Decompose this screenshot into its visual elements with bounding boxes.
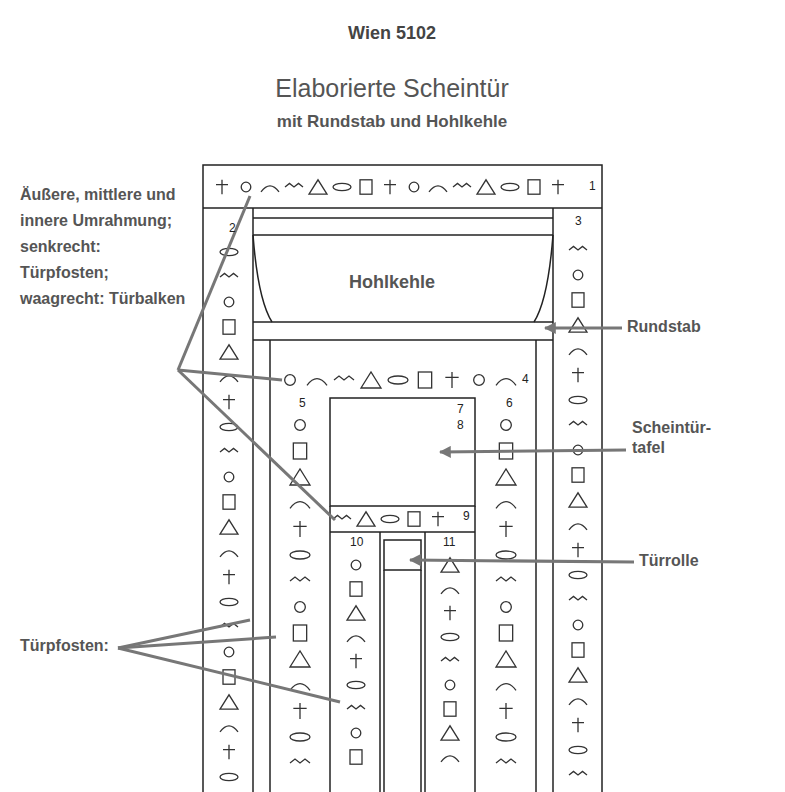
diagram-title: Wien 5102	[348, 23, 436, 44]
callout-number: 5	[299, 397, 306, 411]
part-label: Türrolle	[639, 552, 699, 570]
subtitle: Elaborierte Scheintür	[275, 74, 508, 103]
callout-number: 8	[457, 419, 464, 433]
subtitle: mit Rundstab und Hohlkehle	[277, 112, 507, 132]
part-label: Hohlkehle	[349, 272, 435, 293]
callout-number: 4	[522, 373, 529, 387]
callout-number: 1	[589, 180, 596, 194]
door-frame	[203, 165, 602, 792]
part-label: Türpfosten:	[20, 637, 109, 655]
hieroglyphs	[216, 180, 587, 781]
leader-lines	[118, 196, 634, 702]
callout-number: 3	[575, 215, 582, 229]
callout-number: 11	[443, 536, 455, 550]
callout-number: 9	[463, 510, 470, 524]
callout-number: 6	[506, 397, 513, 411]
callout-number: 7	[457, 403, 464, 417]
callout-number: 10	[350, 536, 363, 550]
part-label: Äußere, mittlere und innere Umrahmung; s…	[20, 182, 188, 312]
part-label: Rundstab	[627, 318, 701, 336]
part-label: Scheintür- tafel	[632, 418, 732, 458]
callout-number: 2	[229, 222, 236, 236]
